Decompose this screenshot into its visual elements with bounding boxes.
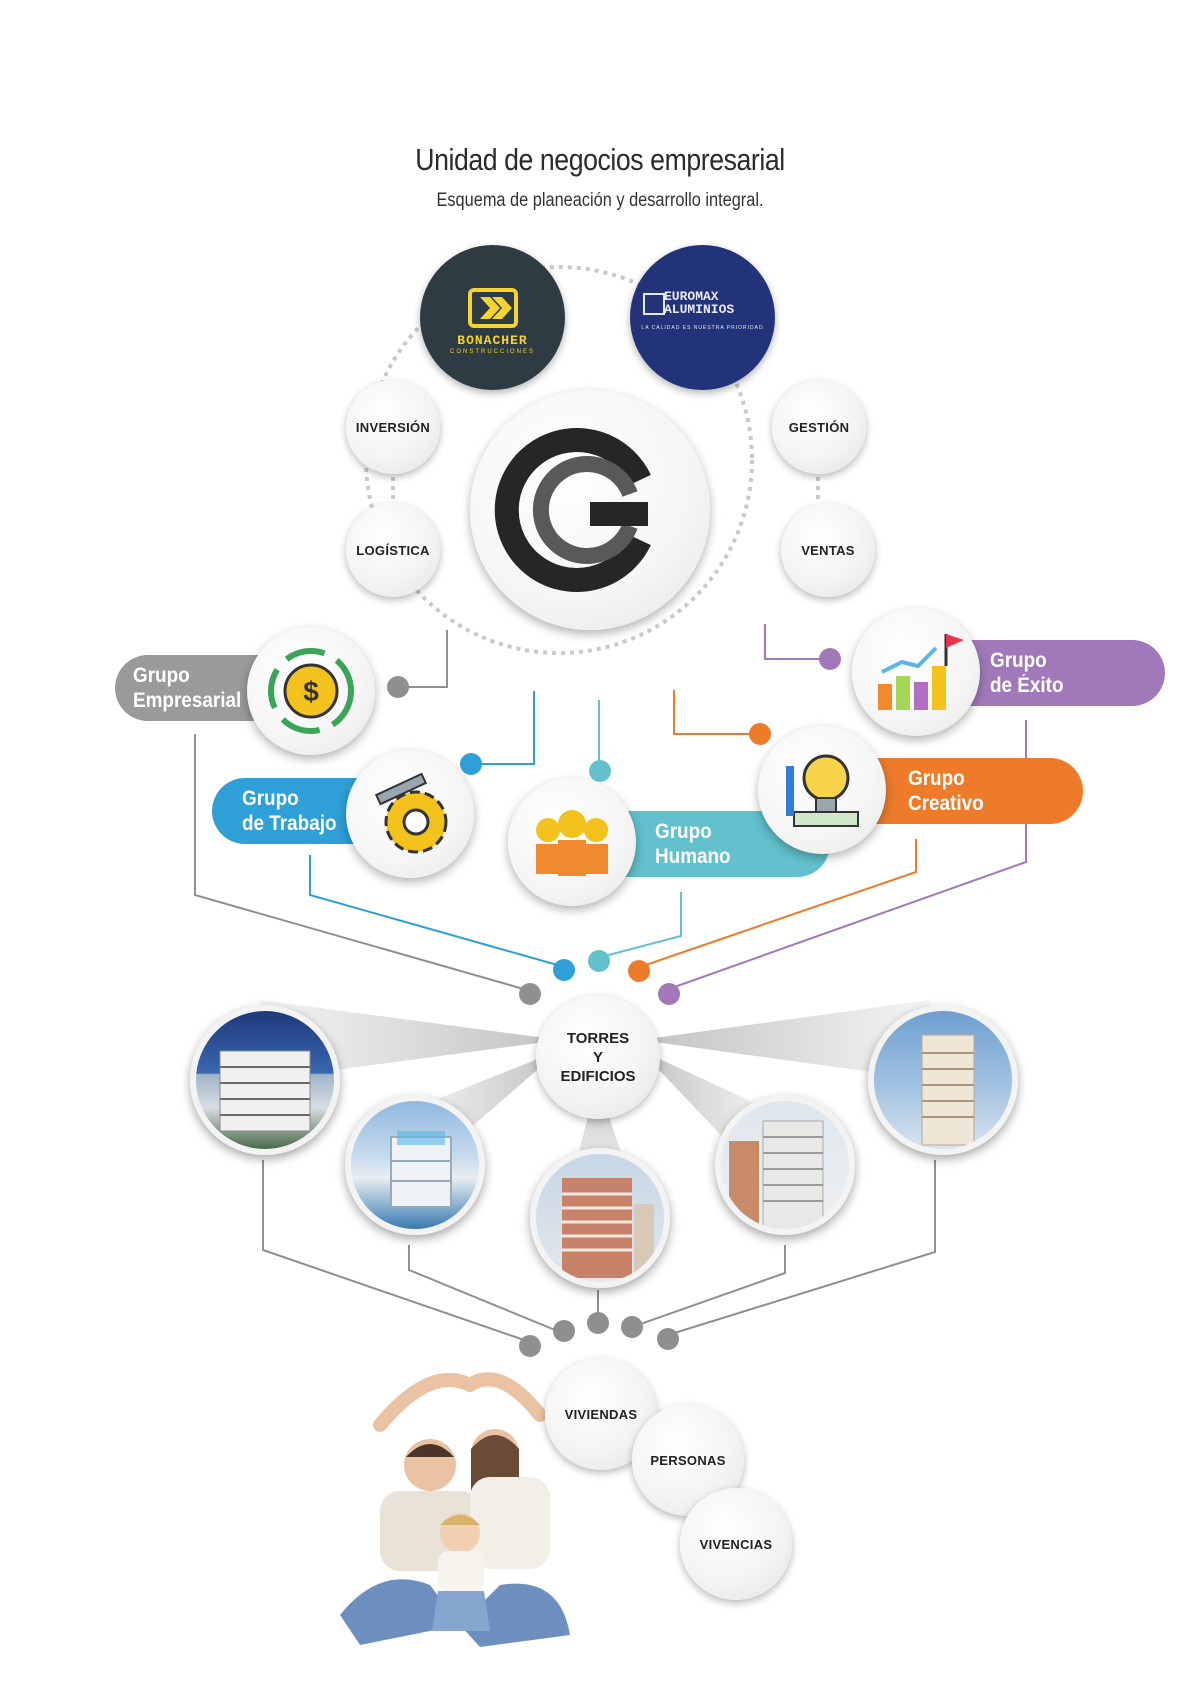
bottom-dot-4 bbox=[621, 1316, 643, 1338]
line-empresarial bbox=[398, 630, 448, 688]
grupo-empresarial-icon-bubble: $ bbox=[247, 627, 375, 755]
hub-line2: Y bbox=[592, 1048, 603, 1066]
logistica-label: LOGÍSTICA bbox=[356, 542, 430, 558]
empresarial-dot bbox=[387, 676, 409, 698]
page-title: Unidad de negocios empresarial bbox=[415, 142, 785, 177]
logistica-bubble: LOGÍSTICA bbox=[346, 503, 440, 597]
grupo-exito-line2: de Éxito bbox=[990, 674, 1064, 697]
hub-dot-purple bbox=[658, 983, 680, 1005]
lightbulb-icon bbox=[786, 754, 859, 827]
building-photo-4 bbox=[715, 1095, 855, 1235]
euromax-logo: EUROMAX ALUMINIOS LA CALIDAD ES NUESTRA … bbox=[630, 245, 775, 390]
bottom-dot-2 bbox=[553, 1320, 575, 1342]
viviendas-label: VIVIENDAS bbox=[564, 1406, 638, 1422]
grupo-creativo-icon-bubble bbox=[758, 726, 886, 854]
grupo-trabajo-line2: de Trabajo bbox=[242, 812, 337, 835]
vivencias-bubble: VIVENCIAS bbox=[680, 1488, 792, 1600]
euromax-line1: EUROMAX bbox=[664, 289, 719, 304]
line-creativo bbox=[673, 690, 760, 735]
vivencias-label: VIVENCIAS bbox=[699, 1536, 773, 1552]
euromax-tagline: LA CALIDAD ES NUESTRA PRIORIDAD bbox=[641, 325, 764, 331]
grupo-exito-icon-bubble bbox=[852, 608, 980, 736]
grupo-trabajo-icon-bubble bbox=[346, 750, 474, 878]
line-trabajo bbox=[470, 691, 535, 765]
hub-dot-orange bbox=[628, 960, 650, 982]
center-logo-bubble bbox=[470, 390, 710, 630]
money-cycle-icon: $ bbox=[268, 648, 354, 734]
building-photo-5 bbox=[868, 1005, 1018, 1155]
building-photo-3 bbox=[530, 1148, 670, 1288]
ventas-bubble: VENTAS bbox=[781, 503, 875, 597]
grupo-trabajo-line1: Grupo bbox=[242, 787, 299, 810]
grupo-humano-line1: Grupo bbox=[655, 820, 712, 843]
gestion-bubble: GESTIÓN bbox=[772, 380, 866, 474]
hub-line1: TORRES bbox=[566, 1029, 630, 1047]
bonacher-name: BONACHER bbox=[457, 333, 528, 348]
hub-dot-teal bbox=[588, 950, 610, 972]
g-logo-icon bbox=[494, 428, 651, 592]
creativo-dot bbox=[749, 723, 771, 745]
family-photo bbox=[340, 1372, 570, 1647]
grupo-humano-line2: Humano bbox=[655, 845, 731, 868]
trabajo-dot bbox=[460, 753, 482, 775]
euromax-line2: ALUMINIOS bbox=[664, 302, 735, 317]
ventas-label: VENTAS bbox=[801, 542, 855, 558]
grupo-empresarial-line1: Grupo bbox=[133, 664, 190, 687]
line-exito bbox=[764, 624, 826, 660]
hub-dot-blue bbox=[553, 959, 575, 981]
grupo-creativo-line1: Grupo bbox=[908, 767, 965, 790]
hub-dot-gray bbox=[519, 983, 541, 1005]
growth-chart-icon bbox=[878, 634, 964, 710]
personas-label: PERSONAS bbox=[650, 1452, 726, 1468]
gear-tools-icon bbox=[374, 772, 448, 854]
grupo-exito-line1: Grupo bbox=[990, 649, 1047, 672]
bonacher-tagline: CONSTRUCCIONES bbox=[449, 349, 535, 355]
inversion-bubble: INVERSIÓN bbox=[346, 380, 440, 474]
grupo-creativo-line2: Creativo bbox=[908, 792, 984, 815]
torres-edificios-hub: TORRES Y EDIFICIOS bbox=[536, 995, 660, 1119]
grupo-empresarial-line2: Empresarial bbox=[133, 689, 242, 712]
hub-line3: EDIFICIOS bbox=[560, 1067, 636, 1085]
exito-dot bbox=[819, 648, 841, 670]
building-photo-1 bbox=[190, 1005, 340, 1155]
gestion-label: GESTIÓN bbox=[788, 419, 850, 435]
inversion-label: INVERSIÓN bbox=[355, 419, 431, 435]
building-photo-2 bbox=[345, 1095, 485, 1235]
bottom-dot-1 bbox=[519, 1335, 541, 1357]
bottom-dot-5 bbox=[657, 1328, 679, 1350]
humano-dot bbox=[589, 760, 611, 782]
page-subtitle: Esquema de planeación y desarrollo integ… bbox=[436, 190, 764, 211]
bonacher-logo: BONACHER CONSTRUCCIONES bbox=[420, 245, 565, 390]
workers-icon bbox=[536, 810, 608, 876]
grupo-humano-icon-bubble bbox=[508, 778, 636, 906]
euromax-square-icon bbox=[643, 293, 665, 315]
bottom-dot-3 bbox=[587, 1312, 609, 1334]
bonacher-chevron-icon bbox=[468, 288, 518, 328]
svg-text:$: $ bbox=[303, 676, 319, 707]
